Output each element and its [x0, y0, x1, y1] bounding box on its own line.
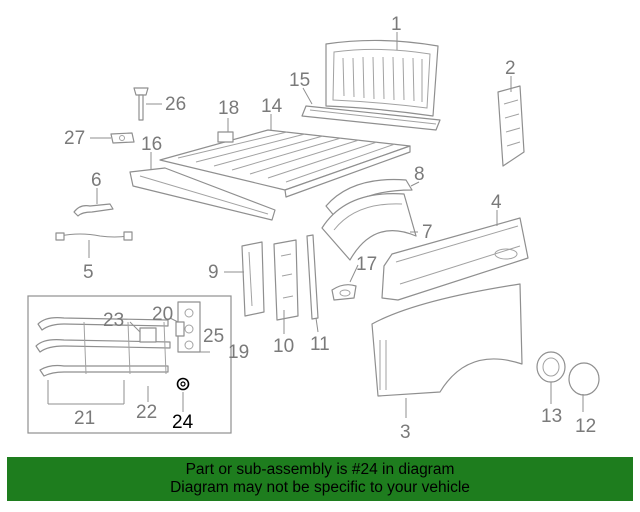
- parts-diagram: 1 2 3 4 5 6 7 8 9 10 11 12 13 14 15 16 1…: [27, 14, 600, 443]
- callout-8: 8: [414, 164, 425, 185]
- callout-4: 4: [491, 192, 502, 213]
- banner-line-2: Diagram may not be specific to your vehi…: [170, 479, 470, 496]
- callout-6: 6: [91, 170, 102, 191]
- part-24-knob[interactable]: [176, 377, 190, 391]
- part-17-bracket[interactable]: [331, 284, 357, 301]
- part-26-bolt[interactable]: [133, 87, 149, 121]
- callout-21: 21: [74, 408, 95, 429]
- part-5-harness[interactable]: [55, 231, 133, 241]
- part-27-bracket[interactable]: [110, 132, 135, 144]
- callout-17: 17: [356, 254, 377, 275]
- callout-23: 23: [103, 310, 124, 331]
- callout-18: 18: [218, 98, 239, 119]
- part-3-outer-panel[interactable]: [371, 283, 523, 397]
- callout-10: 10: [273, 336, 294, 357]
- callout-11: 11: [310, 334, 330, 355]
- part-11-strip[interactable]: [306, 234, 319, 320]
- callout-15: 15: [289, 70, 310, 91]
- callout-9: 9: [208, 262, 219, 283]
- callout-24: 24: [172, 412, 194, 433]
- part-6-strap[interactable]: [73, 203, 114, 217]
- part-13-filler-housing[interactable]: [536, 351, 566, 383]
- part-9-pillar[interactable]: [241, 241, 265, 317]
- part-2-bracket[interactable]: [497, 85, 525, 167]
- callout-1: 1: [391, 14, 402, 35]
- callout-25: 25: [203, 326, 224, 347]
- callout-3: 3: [400, 422, 411, 443]
- part-20-pin[interactable]: [175, 321, 185, 337]
- callout-20: 20: [152, 304, 173, 325]
- part-16-crossmember[interactable]: [129, 167, 276, 221]
- callout-27: 27: [64, 128, 85, 149]
- part-23-bolt[interactable]: [139, 327, 157, 343]
- part-1-tailgate[interactable]: [325, 39, 439, 117]
- callouts: 1 2 3 4 5 6 7 8 9 10 11 12 13 14 15 16 1…: [64, 14, 596, 443]
- callout-5: 5: [83, 262, 94, 283]
- leader-lines: [47, 32, 584, 418]
- callout-13: 13: [541, 406, 562, 427]
- callout-16: 16: [141, 134, 162, 155]
- callout-22: 22: [136, 402, 157, 423]
- banner-line-1: Part or sub-assembly is #24 in diagram: [185, 461, 455, 478]
- callout-14: 14: [261, 96, 283, 117]
- info-banner: Part or sub-assembly is #24 in diagram D…: [7, 457, 633, 501]
- callout-2: 2: [505, 58, 516, 79]
- callout-19: 19: [228, 342, 249, 363]
- part-7-liner[interactable]: [321, 193, 417, 261]
- callout-7: 7: [422, 222, 433, 243]
- part-18-clip[interactable]: [217, 131, 234, 143]
- part-15-rail[interactable]: [301, 105, 441, 131]
- part-4-inner-panel[interactable]: [381, 217, 529, 301]
- callout-12: 12: [575, 416, 596, 437]
- part-21-22-bed-extender[interactable]: [35, 317, 171, 377]
- part-12-fuel-door[interactable]: [568, 362, 600, 396]
- part-10-pillar[interactable]: [273, 239, 299, 321]
- callout-26: 26: [165, 94, 186, 115]
